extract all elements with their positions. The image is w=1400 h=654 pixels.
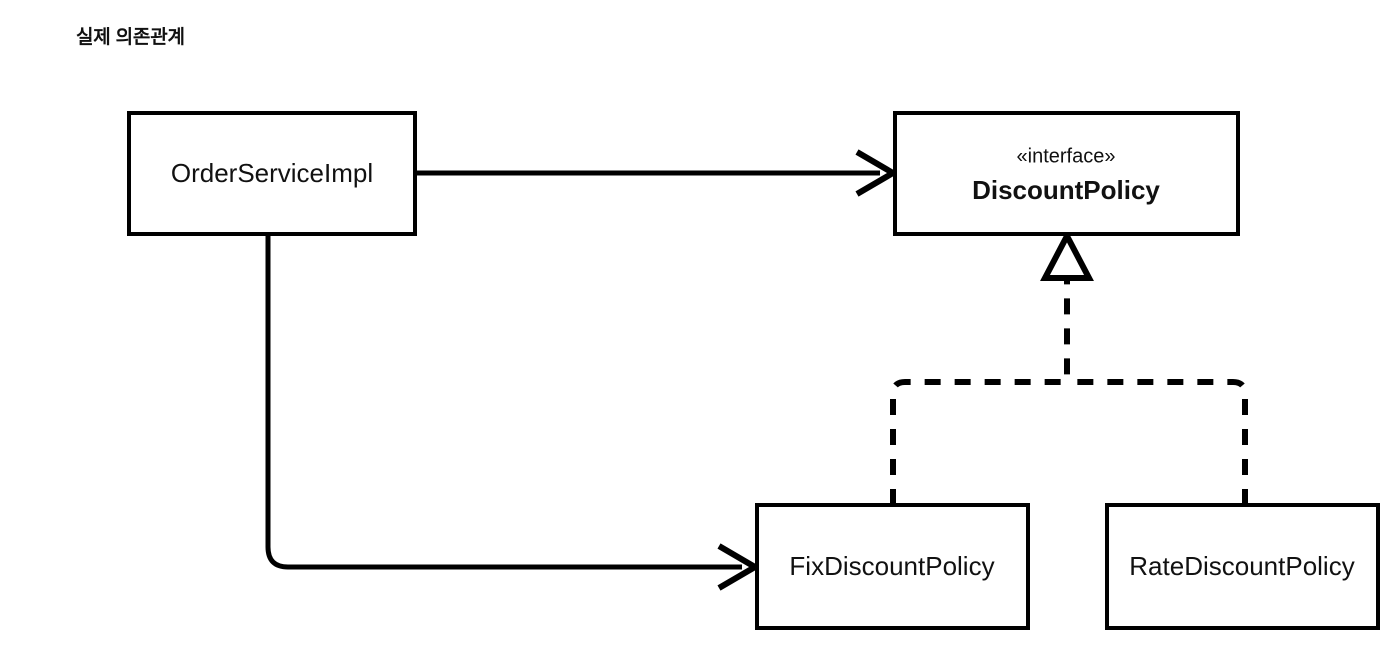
edge-dependency-orderserviceimpl-to-discountpolicy bbox=[415, 149, 899, 197]
class-name-label: OrderServiceImpl bbox=[171, 158, 373, 188]
arrowhead-hollow-triangle-icon bbox=[1040, 229, 1094, 281]
class-box[interactable] bbox=[127, 111, 417, 236]
class-box[interactable] bbox=[755, 503, 1030, 630]
edge-realization-fixdiscountpolicy-to-discountpolicy bbox=[890, 229, 1094, 505]
class-stereotype-label: «interface» bbox=[1017, 145, 1116, 167]
class-box[interactable] bbox=[893, 111, 1240, 236]
edge-dependency-orderserviceimpl-to-fixdiscountpolicy bbox=[265, 234, 761, 591]
uml-class-discountpolicy[interactable]: «interface» DiscountPolicy bbox=[893, 111, 1240, 236]
edge-line bbox=[265, 234, 742, 570]
edge-line bbox=[1067, 379, 1248, 505]
edge-realization-ratediscountpolicy-to-discountpolicy bbox=[1067, 379, 1248, 505]
uml-class-ratediscountpolicy[interactable]: RateDiscountPolicy bbox=[1105, 503, 1380, 630]
class-name-label: FixDiscountPolicy bbox=[789, 551, 994, 581]
class-box[interactable] bbox=[1105, 503, 1380, 630]
uml-class-fixdiscountpolicy[interactable]: FixDiscountPolicy bbox=[755, 503, 1030, 630]
class-name-label: RateDiscountPolicy bbox=[1129, 551, 1354, 581]
page-title: 실제 의존관계 bbox=[76, 27, 185, 48]
class-name-label: DiscountPolicy bbox=[972, 175, 1160, 205]
uml-class-orderserviceimpl[interactable]: OrderServiceImpl bbox=[127, 111, 417, 236]
edge-line bbox=[890, 280, 1070, 505]
